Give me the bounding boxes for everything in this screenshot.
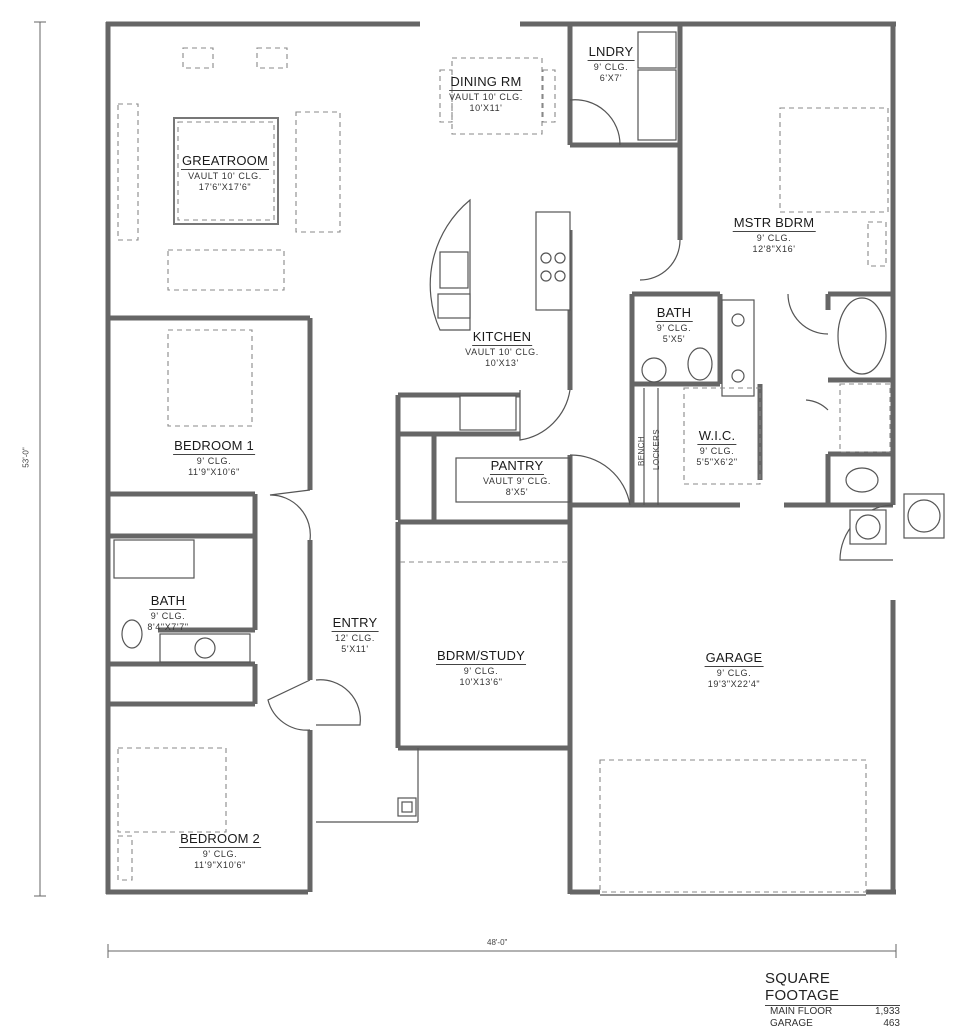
room-size: 10'X13' — [485, 358, 519, 368]
room-ceiling: VAULT 10' CLG. — [188, 171, 262, 181]
room-kitchen: KITCHEN VAULT 10' CLG. 10'X13' — [465, 328, 539, 369]
lockers-label: LOCKERS — [652, 428, 661, 470]
room-name: ENTRY — [331, 615, 379, 632]
room-ceiling: 9' CLG. — [656, 323, 692, 333]
room-size: 12'8"X16' — [752, 244, 796, 254]
room-ceiling: VAULT 10' CLG. — [465, 347, 539, 357]
room-size: 5'X5' — [662, 334, 686, 344]
room-size: 6'X7' — [599, 73, 623, 83]
room-size: 19'3"X22'4" — [707, 679, 761, 689]
square-footage-title: SQUARE FOOTAGE — [765, 970, 900, 1006]
fixtures — [113, 31, 945, 893]
room-name: DINING RM — [449, 74, 523, 91]
room-name: GARAGE — [704, 650, 764, 667]
sqft-row-main-floor: MAIN FLOOR 1,933 — [765, 1006, 900, 1018]
overall-width-dimension: 48'-0" — [487, 938, 508, 947]
room-name: BATH — [655, 305, 693, 322]
interior-walls — [108, 24, 893, 894]
room-laundry: LNDRY 9' CLG. 6'X7' — [587, 43, 635, 84]
room-size: 5'X11' — [341, 644, 369, 654]
room-dining: DINING RM VAULT 10' CLG. 10'X11' — [449, 73, 523, 114]
exterior-walls — [105, 21, 896, 896]
room-ceiling: 12' CLG. — [334, 633, 376, 643]
room-walk-in-closet: W.I.C. 9' CLG. 5'5"X6'2" — [696, 427, 737, 468]
room-ceiling: 9' CLG. — [463, 666, 499, 676]
sqft-label: GARAGE — [770, 1018, 813, 1029]
room-size: 5'5"X6'2" — [696, 457, 738, 467]
room-ceiling: VAULT 9' CLG. — [482, 476, 552, 486]
room-name: BATH — [149, 593, 187, 610]
room-size: 8'4"X7'7" — [147, 622, 189, 632]
room-name: LNDRY — [587, 44, 635, 61]
room-bedroom-2: BEDROOM 2 9' CLG. 11'9"X10'6" — [179, 830, 261, 871]
room-name: MSTR BDRM — [732, 215, 816, 232]
sqft-value: 463 — [883, 1018, 900, 1029]
room-name: BEDROOM 1 — [173, 438, 255, 455]
room-size: 11'9"X10'6" — [194, 860, 246, 870]
room-name: GREATROOM — [180, 153, 270, 170]
room-entry: ENTRY 12' CLG. 5'X11' — [331, 614, 379, 655]
room-bedroom-1: BEDROOM 1 9' CLG. 11'9"X10'6" — [173, 437, 255, 478]
room-name: BDRM/STUDY — [436, 648, 526, 665]
room-greatroom: GREATROOM VAULT 10' CLG. 17'6"X17'6" — [180, 152, 270, 193]
room-name: BEDROOM 2 — [179, 831, 261, 848]
sqft-value: 1,933 — [874, 1006, 900, 1017]
room-ceiling: 9' CLG. — [196, 456, 232, 466]
room-ceiling: 9' CLG. — [150, 611, 186, 621]
room-pantry: PANTRY VAULT 9' CLG. 8'X5' — [483, 457, 551, 498]
room-ceiling: 9' CLG. — [699, 446, 735, 456]
room-name: KITCHEN — [471, 329, 533, 346]
room-ceiling: 9' CLG. — [716, 668, 752, 678]
dimension-lines — [34, 21, 897, 958]
room-name: W.I.C. — [697, 428, 737, 445]
room-master-bedroom: MSTR BDRM 9' CLG. 12'8"X16' — [732, 214, 816, 255]
overall-depth-dimension: 53'-0" — [21, 447, 31, 468]
room-bedroom-study: BDRM/STUDY 9' CLG. 10'X13'6" — [436, 647, 526, 688]
room-size: 10'X13'6" — [459, 677, 503, 687]
sqft-label: MAIN FLOOR — [770, 1006, 833, 1017]
room-bath-2: BATH 9' CLG. 8'4"X7'7" — [147, 592, 188, 633]
room-master-bath: BATH 9' CLG. 5'X5' — [655, 304, 693, 345]
room-size: 11'9"X10'6" — [188, 467, 240, 477]
bench-label: BENCH — [637, 435, 646, 466]
sqft-row-garage: GARAGE 463 — [765, 1018, 900, 1030]
square-footage-table: SQUARE FOOTAGE MAIN FLOOR 1,933 GARAGE 4… — [765, 970, 900, 1030]
room-ceiling: 9' CLG. — [593, 62, 629, 72]
room-garage: GARAGE 9' CLG. 19'3"X22'4" — [704, 649, 764, 690]
room-size: 8'X5' — [505, 487, 529, 497]
room-size: 17'6"X17'6" — [198, 182, 252, 192]
room-ceiling: VAULT 10' CLG. — [449, 92, 523, 102]
room-ceiling: 9' CLG. — [202, 849, 238, 859]
room-name: PANTRY — [489, 458, 545, 475]
room-size: 10'X11' — [469, 103, 503, 113]
room-ceiling: 9' CLG. — [756, 233, 792, 243]
